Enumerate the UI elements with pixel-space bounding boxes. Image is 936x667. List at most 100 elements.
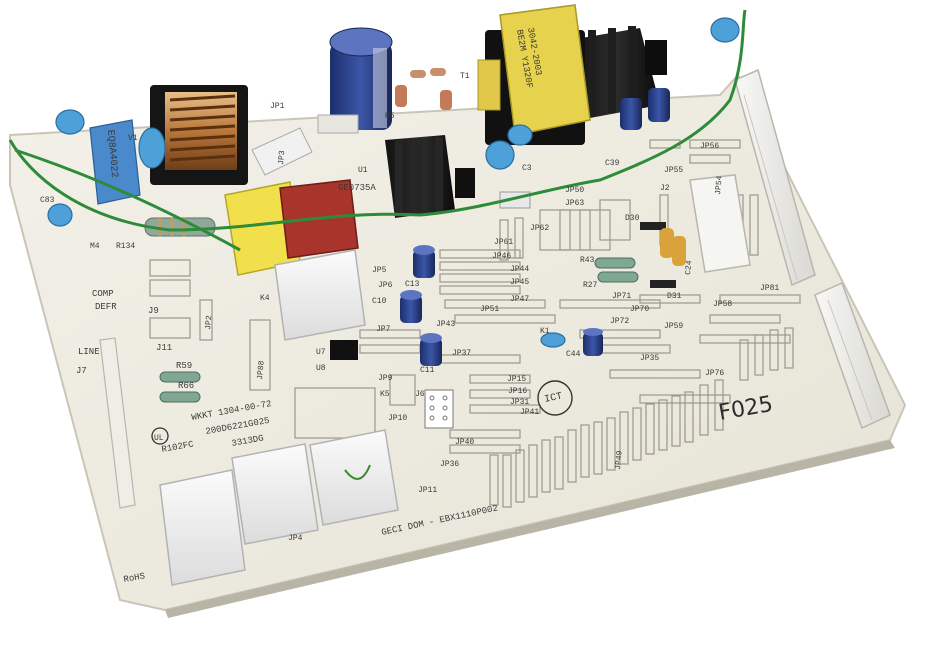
label-j7: J7 — [76, 366, 87, 376]
relay-bottom-2 — [231, 443, 319, 545]
label-jp31: JP31 — [510, 398, 529, 407]
label-jp58: JP58 — [713, 300, 732, 309]
electrolytic-capacitor-small-2 — [400, 290, 422, 323]
svg-text:UL: UL — [154, 434, 164, 443]
label-jp51: JP51 — [480, 305, 499, 314]
label-jp41: JP41 — [520, 408, 539, 417]
filter-capacitor-blue: EQ8A4022 — [89, 119, 141, 205]
green-wire — [8, 9, 747, 232]
label-line: LINE — [78, 347, 100, 357]
label-jp49: JP49 — [614, 450, 625, 470]
label-jp70: JP70 — [630, 305, 649, 314]
label-jp61: JP61 — [494, 238, 513, 247]
filter-capacitor-text: EQ8A4022 — [104, 129, 119, 178]
label-jp44: JP44 — [510, 265, 529, 274]
label-j9: J9 — [148, 306, 159, 316]
label-k5: K5 — [380, 390, 390, 399]
label-jp15: JP15 — [507, 375, 526, 384]
label-jp54: JP54 — [714, 175, 725, 195]
pin-header — [424, 389, 454, 429]
inductor-coil — [150, 85, 248, 185]
label-c24: C24 — [684, 260, 694, 275]
label-m4: M4 — [90, 242, 100, 251]
label-jp46: JP46 — [492, 252, 511, 261]
label-jp37: JP37 — [452, 349, 471, 358]
label-jp11: JP11 — [418, 486, 437, 495]
ict-circle — [537, 380, 573, 416]
relay-center — [274, 249, 366, 341]
heat-sink-center — [385, 135, 475, 218]
right-connector-top — [734, 68, 816, 287]
label-u7: U7 — [316, 348, 326, 357]
label-c3: C3 — [522, 164, 532, 173]
label-r59: R59 — [176, 361, 192, 371]
label-rohs: RoHS — [123, 571, 146, 585]
label-ict: ICT — [544, 391, 564, 406]
label-c83: C83 — [40, 196, 55, 205]
label-t1: T1 — [460, 72, 470, 81]
electrolytic-capacitor-small-4 — [583, 328, 603, 356]
label-jp43: JP43 — [436, 320, 455, 329]
electrolytic-capacitor-small-1 — [413, 245, 435, 278]
label-jp45: JP45 — [510, 278, 529, 287]
label-c10: C10 — [372, 297, 387, 306]
diodes — [640, 222, 686, 288]
label-jp55: JP55 — [664, 166, 683, 175]
transformer: 3042-2003 BE2M Y1320F — [477, 4, 591, 145]
label-c44: C44 — [566, 350, 581, 359]
fuse — [251, 127, 313, 176]
label-jp2: JP2 — [204, 315, 214, 330]
disc-capacitors — [47, 17, 740, 348]
label-jp9: JP9 — [378, 374, 393, 383]
label-jp59: JP59 — [664, 322, 683, 331]
label-u8: U8 — [316, 364, 326, 373]
label-defr: DEFR — [95, 302, 117, 312]
label-k4: K4 — [260, 294, 270, 303]
label-jp16: JP16 — [508, 387, 527, 396]
electrolytic-capacitor-small-5 — [620, 88, 670, 130]
label-jp4: JP4 — [288, 534, 303, 543]
label-comp: COMP — [92, 289, 114, 299]
label-jp63: JP63 — [565, 199, 584, 208]
label-d31: D31 — [667, 292, 682, 301]
label-r66: R66 — [178, 381, 194, 391]
green-wire-2 — [14, 148, 241, 252]
label-jp36: JP36 — [440, 460, 459, 469]
label-r5: R5 — [385, 112, 395, 121]
label-jp35: JP35 — [640, 354, 659, 363]
label-jp88: JP88 — [256, 360, 267, 380]
label-d30: D30 — [625, 214, 640, 223]
resistors — [159, 68, 639, 403]
label-c39: C39 — [605, 159, 620, 168]
label-jp47: JP47 — [510, 295, 529, 304]
pcb-board-edge-shadow — [165, 440, 895, 618]
relay-bottom-3 — [309, 429, 399, 526]
label-c11: C11 — [420, 366, 435, 375]
label-r134: R134 — [116, 242, 135, 251]
label-jp81: JP81 — [760, 284, 779, 293]
label-jp3: JP3 — [277, 150, 287, 165]
ul-logo-icon: UL — [151, 427, 169, 445]
label-v1: V1 — [128, 134, 138, 143]
label-k1: K1 — [540, 327, 550, 336]
label-jp62: JP62 — [530, 224, 549, 233]
electrolytic-capacitor-large — [317, 27, 393, 134]
heat-sink-right — [570, 26, 667, 118]
label-jp56: JP56 — [700, 142, 719, 151]
label-jp10: JP10 — [388, 414, 407, 423]
label-jp40: JP40 — [455, 438, 474, 447]
label-ge: GE0735A — [338, 183, 376, 193]
label-c13: C13 — [405, 280, 420, 289]
label-r27: R27 — [583, 281, 598, 290]
label-jp50: JP50 — [565, 186, 584, 195]
electrolytic-capacitor-small-3 — [420, 333, 442, 366]
label-jp76: JP76 — [705, 369, 724, 378]
right-connector-bottom — [814, 281, 891, 430]
label-jp6: JP6 — [378, 281, 393, 290]
label-jp5: JP5 — [372, 266, 387, 275]
label-jp72: JP72 — [610, 317, 629, 326]
wirewound-resistor — [144, 217, 216, 237]
relay-bottom-1 — [159, 469, 246, 586]
